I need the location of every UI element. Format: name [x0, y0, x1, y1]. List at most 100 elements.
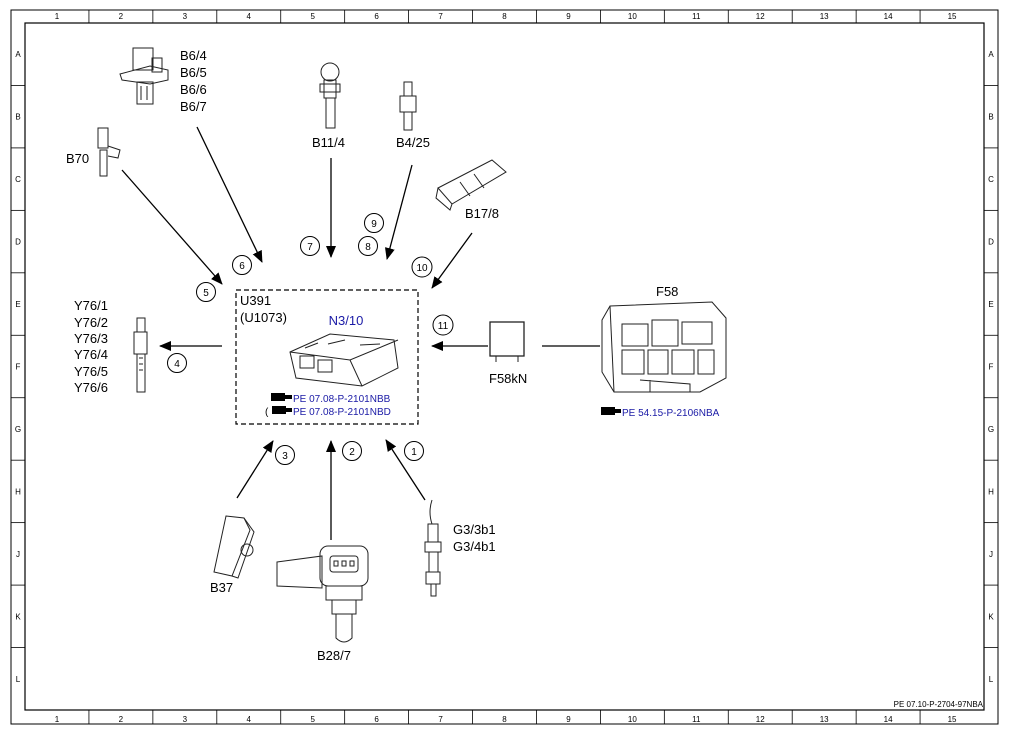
callout-5: 5 — [196, 282, 216, 302]
b11-4-sensor: B11/4 — [312, 62, 345, 150]
frame-col-label-bottom: 15 — [948, 715, 957, 724]
frame-row-label-left: F — [16, 363, 21, 372]
frame-col-label-top: 9 — [566, 12, 571, 21]
label-g3-3b1: G3/3b1 — [453, 522, 496, 537]
frame-row-label-right: J — [989, 550, 993, 559]
frame-col-label-top: 11 — [692, 12, 701, 21]
label-f58: F58 — [656, 284, 678, 299]
module-name: N3/10 — [329, 313, 364, 328]
label-b17-8: B17/8 — [465, 206, 499, 221]
frame-col-label-top: 2 — [119, 12, 124, 21]
frame-row-label-left: E — [15, 300, 20, 309]
sheet-reference: PE 07.10-P-2704-97NBA — [894, 700, 984, 709]
f58-fusebox: F58 PE 54.15-P-2106NBA — [601, 284, 727, 419]
frame-row-label-right: D — [988, 238, 994, 247]
frame-col-label-bottom: 12 — [756, 715, 765, 724]
frame-col-label-top: 12 — [756, 12, 765, 21]
frame-row-label-right: E — [988, 300, 993, 309]
callout-9: 9 — [364, 213, 384, 233]
frame-col-label-top: 1 — [55, 12, 60, 21]
hand-pointer-icon — [271, 393, 292, 401]
module-u-label: U391 — [240, 293, 271, 308]
frame-col-label-bottom: 5 — [310, 715, 315, 724]
callout-1: 1 — [404, 441, 424, 461]
svg-text:5: 5 — [203, 288, 209, 299]
f58-reference[interactable]: PE 54.15-P-2106NBA — [622, 408, 720, 419]
frame-row-label-right: H — [988, 487, 994, 496]
frame-row-label-left: G — [15, 425, 21, 434]
frame-row-label-right: K — [988, 612, 994, 621]
b70-sensor: B70 — [66, 127, 121, 177]
module-ref-1[interactable]: PE 07.08-P-2101NBB — [293, 394, 391, 405]
frame-col-label-bottom: 10 — [628, 715, 637, 724]
frame-col-label-top: 8 — [502, 12, 507, 21]
callout-11: 11 — [432, 314, 454, 336]
b6-sensor: B6/4 B6/5 B6/6 B6/7 — [119, 47, 207, 114]
svg-text:3: 3 — [282, 451, 288, 462]
frame-col-label-top: 15 — [948, 12, 957, 21]
label-b11-4: B11/4 — [312, 135, 345, 150]
arrow-b6 — [196, 126, 263, 263]
frame-col-label-bottom: 6 — [374, 715, 379, 724]
label-b6-7: B6/7 — [180, 99, 207, 114]
frame-row-label-left: H — [15, 487, 21, 496]
label-b70: B70 — [66, 151, 89, 166]
module-ref-2-paren: ( — [265, 407, 269, 418]
frame-col-label-bottom: 7 — [438, 715, 443, 724]
frame-row-label-left: C — [15, 175, 21, 184]
callout-3: 3 — [275, 445, 295, 465]
b4-25-sensor: B4/25 — [396, 81, 430, 150]
frame-col-label-top: 4 — [247, 12, 252, 21]
callout-circles: 1 2 3 4 5 6 7 8 9 10 11 — [167, 213, 454, 465]
frame-row-label-right: C — [988, 175, 994, 184]
label-b37: B37 — [210, 580, 233, 595]
arrow-b37 — [236, 440, 274, 499]
callout-2: 2 — [342, 441, 362, 461]
ecu-drawing — [289, 333, 399, 387]
frame-col-label-top: 10 — [628, 12, 637, 21]
frame-row-label-left: L — [16, 675, 21, 684]
label-b6-4: B6/4 — [180, 48, 207, 63]
svg-text:9: 9 — [371, 219, 377, 230]
callout-8: 8 — [358, 236, 378, 256]
module-u-code: (U1073) — [240, 310, 287, 325]
frame-col-label-bottom: 14 — [884, 715, 893, 724]
frame-col-label-top: 3 — [183, 12, 188, 21]
frame-row-label-right: G — [988, 425, 994, 434]
frame-col-label-top: 6 — [374, 12, 379, 21]
drawing-frame: 1122334455667788991010111112121313141415… — [10, 9, 999, 725]
b37-pedal-sensor: B37 — [210, 515, 255, 595]
frame-row-label-right: B — [988, 113, 993, 122]
frame-row-label-left: K — [15, 612, 21, 621]
arrow-b4-25 — [384, 164, 413, 260]
label-b28-7: B28/7 — [317, 648, 351, 663]
f58kn-relay: F58kN — [489, 321, 527, 386]
label-b4-25: B4/25 — [396, 135, 430, 150]
hand-pointer-icon — [601, 407, 621, 415]
svg-text:4: 4 — [174, 359, 180, 370]
label-y76-6: Y76/6 — [74, 380, 108, 395]
y76-injector: Y76/1 Y76/2 Y76/3 Y76/4 Y76/5 Y76/6 — [74, 298, 148, 395]
svg-text:10: 10 — [416, 263, 428, 274]
frame-col-label-top: 5 — [310, 12, 315, 21]
svg-text:6: 6 — [239, 261, 245, 272]
frame-row-label-left: D — [15, 238, 21, 247]
module-dashed-box — [235, 289, 419, 425]
signal-arrows — [121, 126, 600, 540]
label-b6-6: B6/6 — [180, 82, 207, 97]
module-ref-2[interactable]: PE 07.08-P-2101NBD — [293, 407, 391, 418]
arrow-b17-8 — [431, 232, 473, 289]
callout-4: 4 — [167, 353, 187, 373]
frame-col-label-bottom: 1 — [55, 715, 60, 724]
control-module: U391 (U1073) N3/10 PE 07.08-P-2101NBB ( … — [235, 289, 419, 425]
hand-pointer-icon — [272, 406, 292, 414]
frame-col-label-bottom: 8 — [502, 715, 507, 724]
svg-text:2: 2 — [349, 447, 355, 458]
frame-row-label-right: A — [988, 50, 994, 59]
frame-col-label-bottom: 9 — [566, 715, 571, 724]
arrow-b70 — [121, 169, 223, 285]
b17-8-sensor: B17/8 — [435, 159, 507, 221]
frame-col-label-bottom: 13 — [820, 715, 829, 724]
